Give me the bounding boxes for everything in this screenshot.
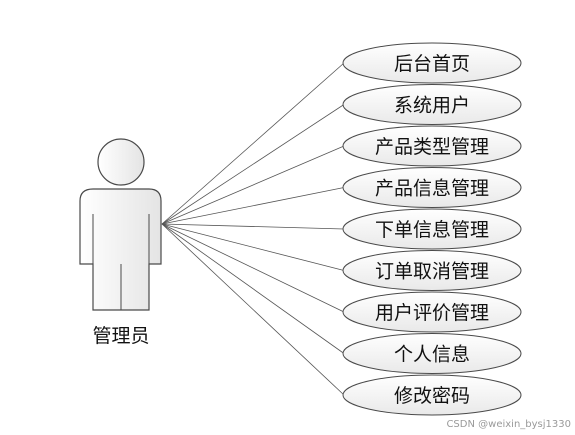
use-case-ellipse <box>342 291 522 333</box>
association-line <box>161 187 345 225</box>
use-case-label: 产品信息管理 <box>375 178 489 200</box>
association-line <box>161 223 345 230</box>
use-case: 产品信息管理 <box>342 167 522 208</box>
use-case-label: 用户评价管理 <box>375 302 489 324</box>
use-cases: 后台首页系统用户产品类型管理产品信息管理下单信息管理订单取消管理用户评价管理个人… <box>342 42 522 416</box>
association-line <box>161 223 345 396</box>
use-case-ellipse <box>342 208 522 250</box>
use-case: 系统用户 <box>342 84 522 125</box>
actor-figure: 管理员 <box>79 138 162 347</box>
association-line <box>161 62 345 225</box>
use-case: 产品类型管理 <box>342 125 522 167</box>
association-line <box>161 104 345 225</box>
use-case: 后台首页 <box>342 42 522 84</box>
use-case-ellipse <box>342 374 522 416</box>
use-case-ellipse <box>342 125 522 167</box>
actor-head <box>97 138 145 186</box>
use-case: 用户评价管理 <box>342 291 522 333</box>
use-case-ellipse <box>342 250 522 291</box>
use-case-ellipse <box>342 84 522 125</box>
watermark: CSDN @weixin_bysj1330 <box>446 419 571 430</box>
use-case: 修改密码 <box>342 374 522 416</box>
use-case: 下单信息管理 <box>342 208 522 250</box>
use-case-ellipse <box>342 167 522 208</box>
use-case-label: 下单信息管理 <box>375 219 489 241</box>
association-line <box>161 223 345 354</box>
association-line <box>161 223 345 313</box>
use-case-label: 系统用户 <box>394 95 470 117</box>
association-line <box>161 145 345 225</box>
use-case: 个人信息 <box>342 333 522 374</box>
actor-body <box>79 188 162 311</box>
use-case-ellipse <box>342 333 522 374</box>
use-case-label: 个人信息 <box>394 344 470 366</box>
use-case-label: 订单取消管理 <box>375 261 489 283</box>
actor-label: 管理员 <box>92 325 149 347</box>
use-case-label: 产品类型管理 <box>375 136 489 158</box>
use-case-label: 后台首页 <box>394 53 470 75</box>
use-case-ellipse <box>342 42 522 84</box>
association-line <box>161 223 345 271</box>
use-case-label: 修改密码 <box>394 385 470 407</box>
association-lines <box>161 62 345 396</box>
use-case: 订单取消管理 <box>342 250 522 291</box>
